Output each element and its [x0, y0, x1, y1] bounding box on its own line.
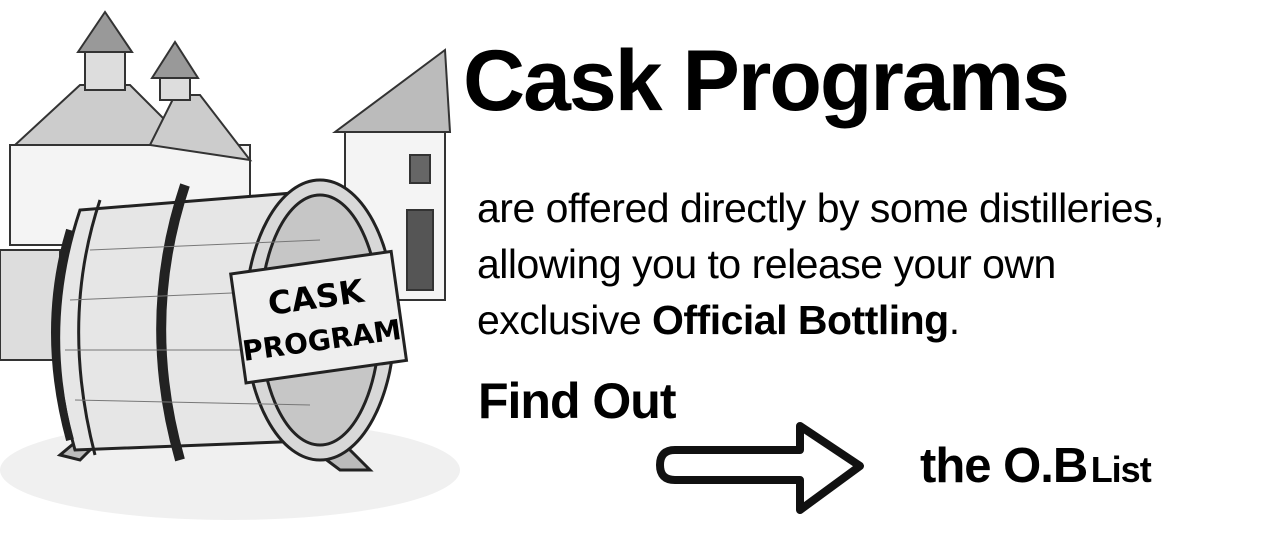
ob-list-link-small: List — [1090, 449, 1152, 490]
cask-barrel-illustration: CASK PROGRAM — [0, 10, 460, 520]
description-line-1: are offered directly by some distillerie… — [477, 185, 1164, 231]
right-arrow-icon[interactable] — [655, 418, 870, 518]
official-bottling-emphasis: Official Bottling — [652, 297, 949, 343]
description-line-2: allowing you to release your own — [477, 241, 1056, 287]
headline: Cask Programs — [463, 33, 1070, 129]
cask-program-sign: CASK PROGRAM — [229, 249, 409, 385]
ob-list-link-main: the O.B — [920, 439, 1088, 493]
description: are offered directly by some distillerie… — [477, 180, 1164, 348]
description-line-3-prefix: exclusive — [477, 297, 653, 343]
description-line-3: exclusive Official Bottling. — [477, 292, 1164, 348]
ob-list-link[interactable]: the O.B List — [920, 439, 1152, 493]
find-out-label: Find Out — [478, 373, 676, 429]
description-line-3-suffix: . — [948, 297, 960, 343]
